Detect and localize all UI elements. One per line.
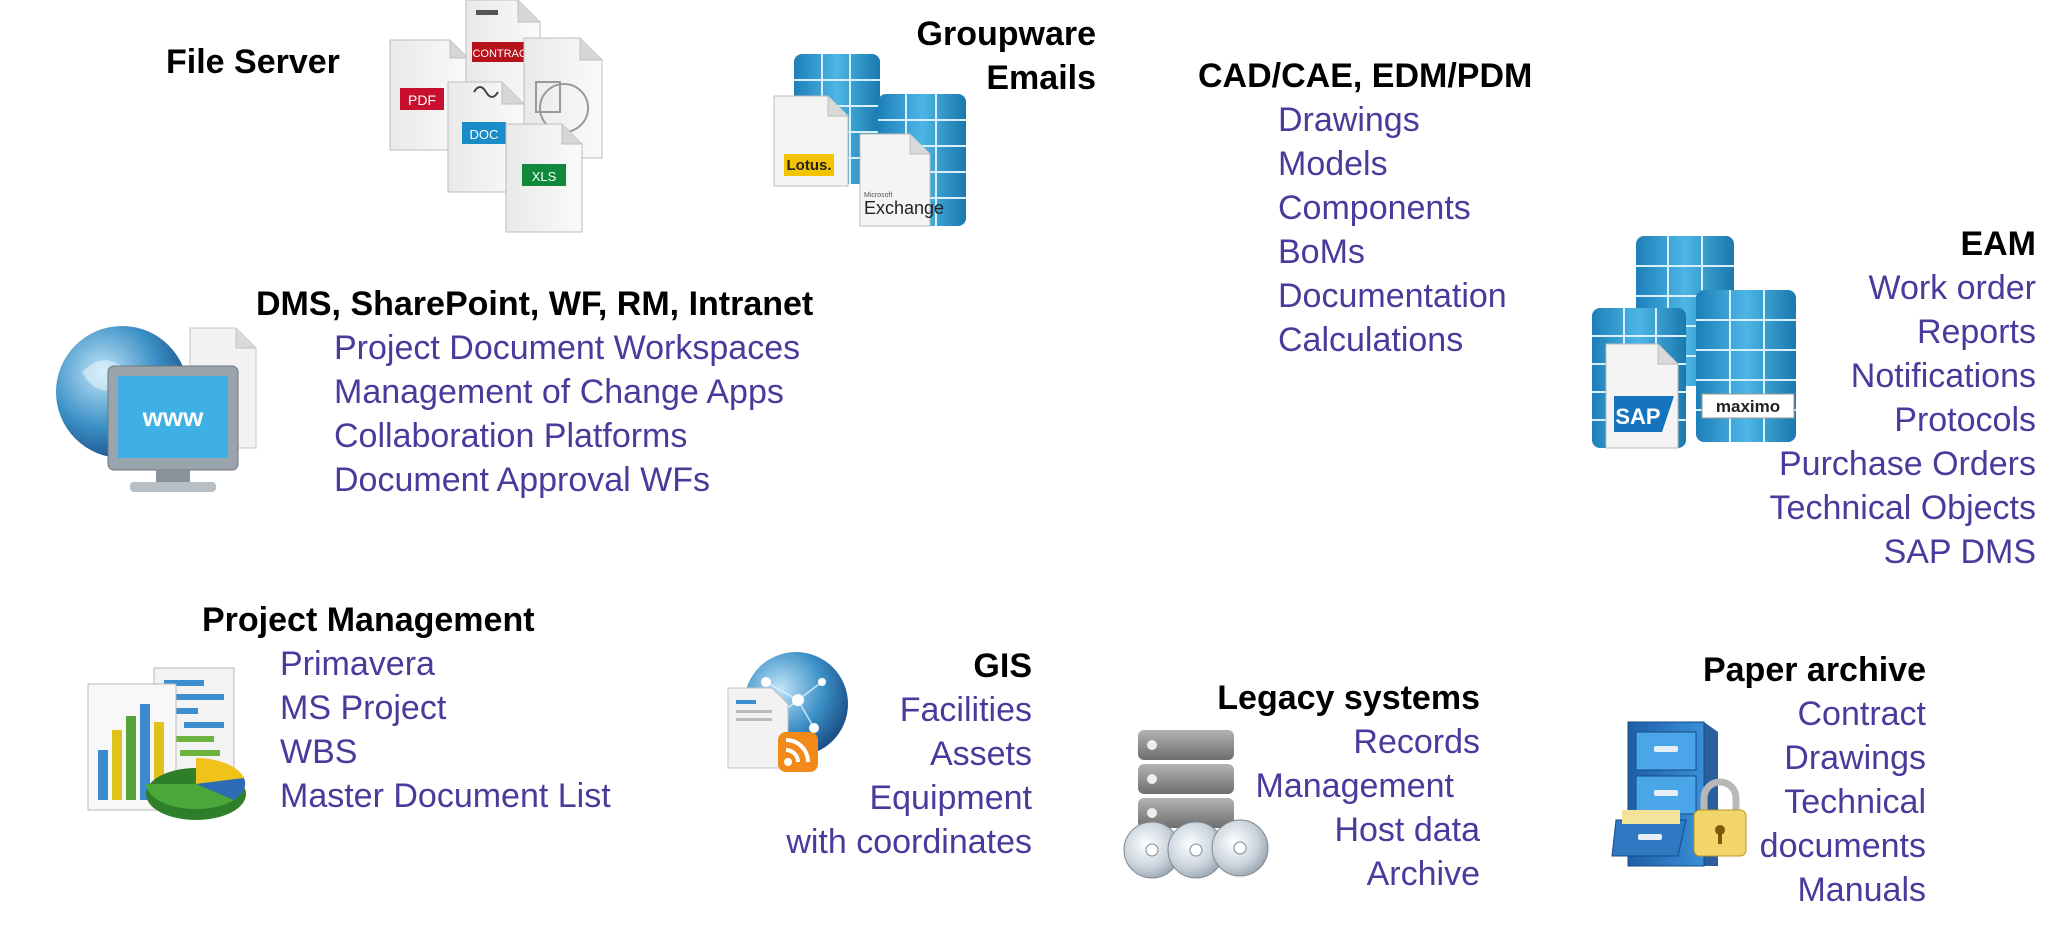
- documents-stack-icon: PDF CONTRACT DOC XLS: [389, 0, 603, 233]
- monitor-icon: www: [107, 365, 239, 492]
- gis-title: GIS: [973, 647, 1032, 685]
- lotus-document-icon: Lotus.: [773, 95, 849, 187]
- list-item: Technical: [1784, 783, 1926, 821]
- xls-document-icon: XLS: [505, 123, 583, 233]
- legacy-title: Legacy systems: [1217, 679, 1480, 717]
- mail-database-icon: Lotus. Microsoft Exchange: [773, 54, 966, 227]
- list-item: Records: [1353, 723, 1480, 761]
- list-item: Assets: [929, 735, 1032, 773]
- list-item: Host data: [1334, 811, 1480, 849]
- list-item: Reports: [1916, 313, 2036, 351]
- list-item: BoMs: [1278, 233, 1365, 271]
- list-item: Drawings: [1784, 739, 1926, 777]
- filing-cabinet-lock-icon: [1611, 721, 1747, 867]
- list-item: MS Project: [280, 689, 447, 727]
- server-icon: [1138, 730, 1234, 828]
- eam-items: Work order Reports Notifications Protoco…: [1700, 266, 2036, 574]
- list-item: Purchase Orders: [1779, 445, 2036, 483]
- sap-maximo-database-icon: SAP maximo: [1592, 236, 1796, 449]
- list-item: Technical Objects: [1769, 489, 2036, 527]
- disc-icon: [1211, 819, 1269, 877]
- maximo-label-icon: maximo: [1701, 393, 1795, 419]
- gis-group: GIS Facilities Assets Equipment with coo…: [720, 644, 1032, 864]
- cad-items: Drawings Models Components BoMs Document…: [1198, 98, 1532, 362]
- pm-title: Project Management: [202, 601, 535, 639]
- list-item: WBS: [280, 733, 358, 771]
- groupware-title-line2: Emails: [986, 59, 1096, 97]
- cad-group: CAD/CAE, EDM/PDM Drawings Models Compone…: [1198, 54, 1532, 362]
- pm-items: Primavera MS Project WBS Master Document…: [202, 642, 611, 818]
- groupware-title: Groupware Emails: [860, 12, 1096, 100]
- list-item: Management of Change Apps: [334, 373, 784, 411]
- paper-items: Contract Drawings Technical documents Ma…: [1600, 692, 1926, 912]
- pm-group: Project Management Primavera MS Project …: [202, 598, 611, 818]
- list-item: Manuals: [1797, 871, 1926, 909]
- www-globe-monitor-icon: www: [56, 326, 257, 492]
- list-item: Facilities: [899, 691, 1032, 729]
- list-item: Project Document Workspaces: [334, 329, 801, 367]
- list-item: documents: [1759, 827, 1926, 865]
- list-item: SAP DMS: [1883, 533, 2036, 571]
- drawer-icon: [1611, 810, 1687, 857]
- padlock-icon: [1693, 778, 1747, 857]
- paper-title: Paper archive: [1702, 651, 1926, 689]
- exchange-document-icon: Microsoft Exchange: [859, 133, 944, 227]
- file-server-title: File Server: [166, 43, 340, 81]
- list-item: Protocols: [1894, 401, 2036, 439]
- list-item: Documentation: [1278, 277, 1507, 315]
- list-item: Primavera: [280, 645, 435, 683]
- sap-document-icon: SAP: [1605, 343, 1679, 449]
- pie-chart-icon: [146, 758, 246, 820]
- cad-title: CAD/CAE, EDM/PDM: [1198, 57, 1533, 95]
- groupware-title-line1: Groupware: [916, 15, 1096, 53]
- list-item: Archive: [1366, 855, 1480, 893]
- svg-text:Lotus.: Lotus.: [787, 157, 832, 174]
- charts-report-icon: [87, 667, 246, 820]
- dms-group: DMS, SharePoint, WF, RM, Intranet Projec…: [256, 282, 813, 502]
- svg-text:CONTRACT: CONTRACT: [472, 48, 533, 60]
- svg-text:maximo: maximo: [1716, 397, 1780, 416]
- list-item: Management: [1255, 767, 1454, 805]
- list-item: Drawings: [1278, 101, 1420, 139]
- legacy-items: Records Management Host data Archive: [1140, 720, 1480, 896]
- list-item: Models: [1278, 145, 1388, 183]
- doc-document-icon: DOC: [447, 81, 525, 193]
- rss-icon: [778, 732, 818, 772]
- globe-rss-icon: [727, 652, 848, 772]
- legacy-group: Legacy systems Records Management Host d…: [1140, 676, 1480, 896]
- svg-text:PDF: PDF: [408, 92, 436, 108]
- list-item: Work order: [1868, 269, 2036, 307]
- list-item: Equipment: [869, 779, 1032, 817]
- svg-text:Exchange: Exchange: [864, 198, 944, 218]
- svg-text:Microsoft: Microsoft: [864, 192, 892, 199]
- list-item: Components: [1278, 189, 1471, 227]
- eam-group: EAM Work order Reports Notifications Pro…: [1700, 222, 2036, 574]
- svg-text:DOC: DOC: [470, 127, 499, 142]
- server-discs-icon: [1123, 730, 1269, 879]
- list-item: Collaboration Platforms: [334, 417, 688, 455]
- svg-text:www: www: [142, 402, 204, 432]
- list-item: Calculations: [1278, 321, 1464, 359]
- list-item: with coordinates: [786, 823, 1032, 861]
- svg-text:SAP: SAP: [1615, 404, 1660, 429]
- svg-text:XLS: XLS: [532, 169, 557, 184]
- list-item: Contract: [1797, 695, 1927, 733]
- gis-items: Facilities Assets Equipment with coordin…: [720, 688, 1032, 864]
- eam-title: EAM: [1960, 225, 2036, 263]
- dms-items: Project Document Workspaces Management o…: [256, 326, 813, 502]
- list-item: Master Document List: [280, 777, 611, 815]
- dms-title: DMS, SharePoint, WF, RM, Intranet: [256, 285, 814, 323]
- paper-group: Paper archive Contract Drawings Technica…: [1600, 648, 1926, 912]
- list-item: Document Approval WFs: [334, 461, 711, 499]
- list-item: Notifications: [1850, 357, 2036, 395]
